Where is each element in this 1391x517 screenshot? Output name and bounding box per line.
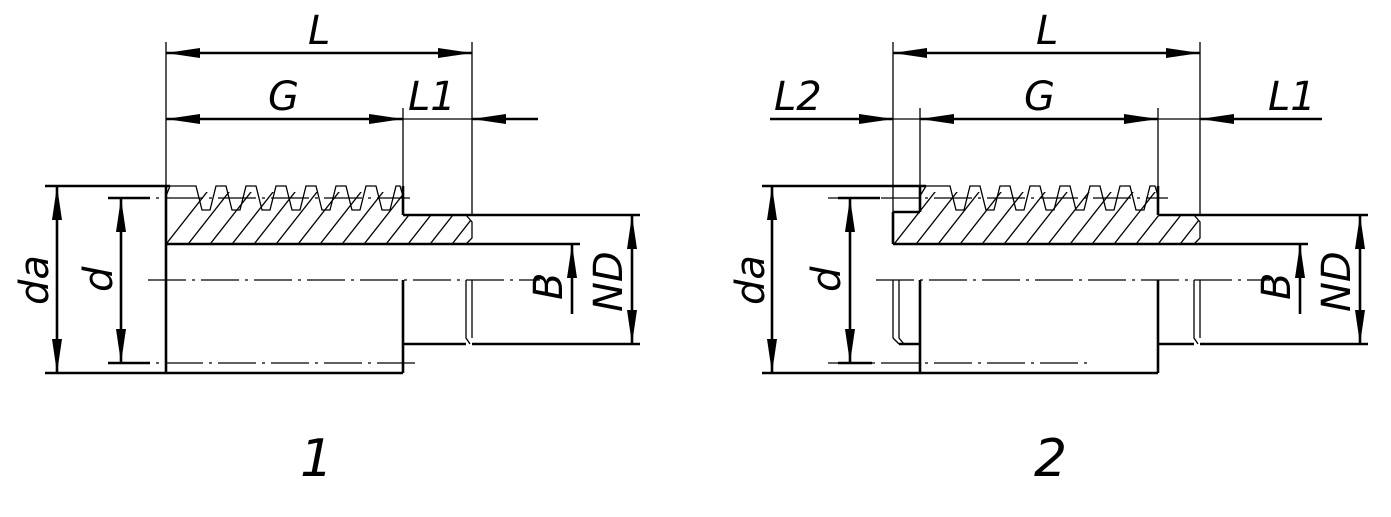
label-G: G <box>268 74 299 120</box>
label-L: L <box>1036 8 1058 54</box>
label-d: d <box>804 266 850 292</box>
dimension-d: d <box>76 196 150 365</box>
variant-1: L G L1 <box>12 8 640 489</box>
dimension-ND: ND <box>586 215 637 344</box>
label-B: B <box>1254 273 1300 300</box>
label-L2: L2 <box>774 74 822 120</box>
dimension-da: da <box>12 186 62 373</box>
bushing-body <box>45 184 640 375</box>
dimension-B: B <box>1254 244 1305 314</box>
variant-number-2: 2 <box>1034 429 1067 489</box>
dimension-L: L <box>892 8 1201 215</box>
dimension-ND: ND <box>1314 215 1365 344</box>
dimension-L2: L2 <box>770 74 920 124</box>
label-L1: L1 <box>1268 74 1316 120</box>
label-da: da <box>728 255 774 305</box>
label-B: B <box>526 273 572 300</box>
label-L: L <box>308 8 330 54</box>
dimension-L1: L1 <box>403 74 538 124</box>
label-d: d <box>76 266 122 292</box>
variant-2: L L2 G L1 <box>728 8 1368 489</box>
thread-teeth <box>919 185 1159 211</box>
bushing-body <box>762 184 1368 375</box>
variant-number-1: 1 <box>300 429 333 489</box>
dimension-B: B <box>526 244 577 314</box>
label-da: da <box>12 255 58 305</box>
dimension-da: da <box>728 186 777 373</box>
dimension-L1: L1 <box>1158 74 1322 124</box>
dimension-G: G <box>166 74 404 215</box>
label-ND: ND <box>1314 251 1360 312</box>
label-ND: ND <box>586 251 632 312</box>
thread-teeth <box>170 185 404 211</box>
dimension-d: d <box>804 196 880 365</box>
label-L1: L1 <box>408 74 456 120</box>
label-G: G <box>1024 74 1055 120</box>
dimension-L: L <box>165 8 473 215</box>
dimension-G: G <box>919 74 1159 215</box>
